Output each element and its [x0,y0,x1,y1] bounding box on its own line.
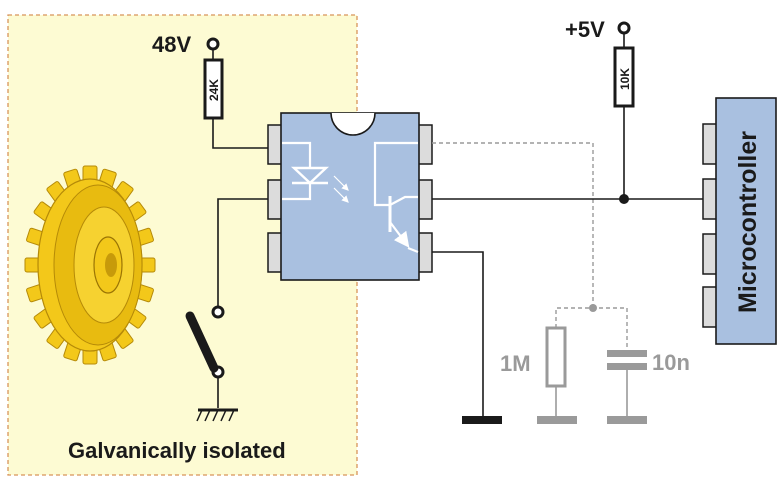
switch-icon [185,305,225,408]
resistor-1m [545,326,567,388]
label-10k: 10K [618,68,632,90]
gear-icon [24,165,156,365]
optocoupler [267,112,433,281]
label-isolated: Galvanically isolated [68,438,286,463]
capacitor-10n [607,350,647,424]
phototransistor-icon [373,141,419,254]
ground-icon [196,408,238,422]
label-10n: 10n [652,350,690,375]
label-microcontroller: Microcontroller [734,131,762,313]
led-icon [282,141,349,203]
terminal-5v [617,21,631,35]
label-24k: 24K [207,79,221,101]
label-5v: +5V [565,17,605,42]
terminal-48v [206,37,220,51]
label-48v: 48V [152,32,191,57]
microcontroller: Microcontroller [702,97,777,345]
ground-bar-black [462,416,502,424]
label-1m: 1M [500,351,531,376]
